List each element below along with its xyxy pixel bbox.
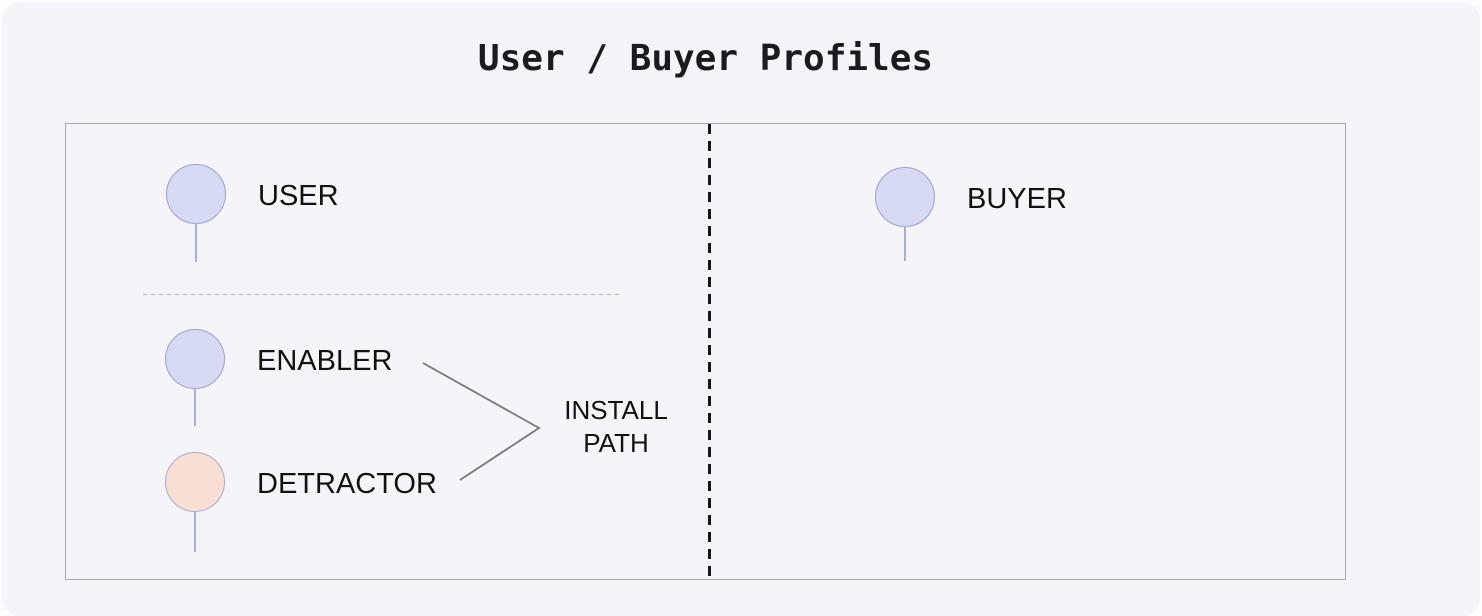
detractor-node-label: DETRACTOR [257,468,437,500]
horizontal-dashed-divider [143,294,623,295]
buyer-node[interactable]: BUYER [875,167,1195,267]
pin-circle [165,452,225,512]
vertical-dashed-divider [708,124,711,581]
profiles-box: USER ENABLER DETRACTOR [65,123,1346,581]
pin-stem [195,223,197,262]
pin-circle [875,167,935,227]
user-node[interactable]: USER [166,164,486,264]
pin-stem [194,388,196,426]
user-pin-icon [166,164,226,264]
install-path-line2: PATH [583,428,649,458]
user-node-label: USER [258,180,339,212]
pin-circle [166,164,226,224]
page-title: User / Buyer Profiles [477,38,934,79]
install-path-label[interactable]: INSTALL PATH [560,394,672,460]
pin-stem [904,226,906,261]
enabler-pin-icon [165,329,225,429]
enabler-node-label: ENABLER [257,345,393,377]
pin-stem [194,511,196,552]
buyer-node-label: BUYER [967,183,1067,215]
pin-circle [165,329,225,389]
install-path-line1: INSTALL [564,395,668,425]
detractor-node[interactable]: DETRACTOR [165,452,485,552]
buyer-pin-icon [875,167,935,267]
enabler-node[interactable]: ENABLER [165,329,485,429]
detractor-pin-icon [165,452,225,552]
